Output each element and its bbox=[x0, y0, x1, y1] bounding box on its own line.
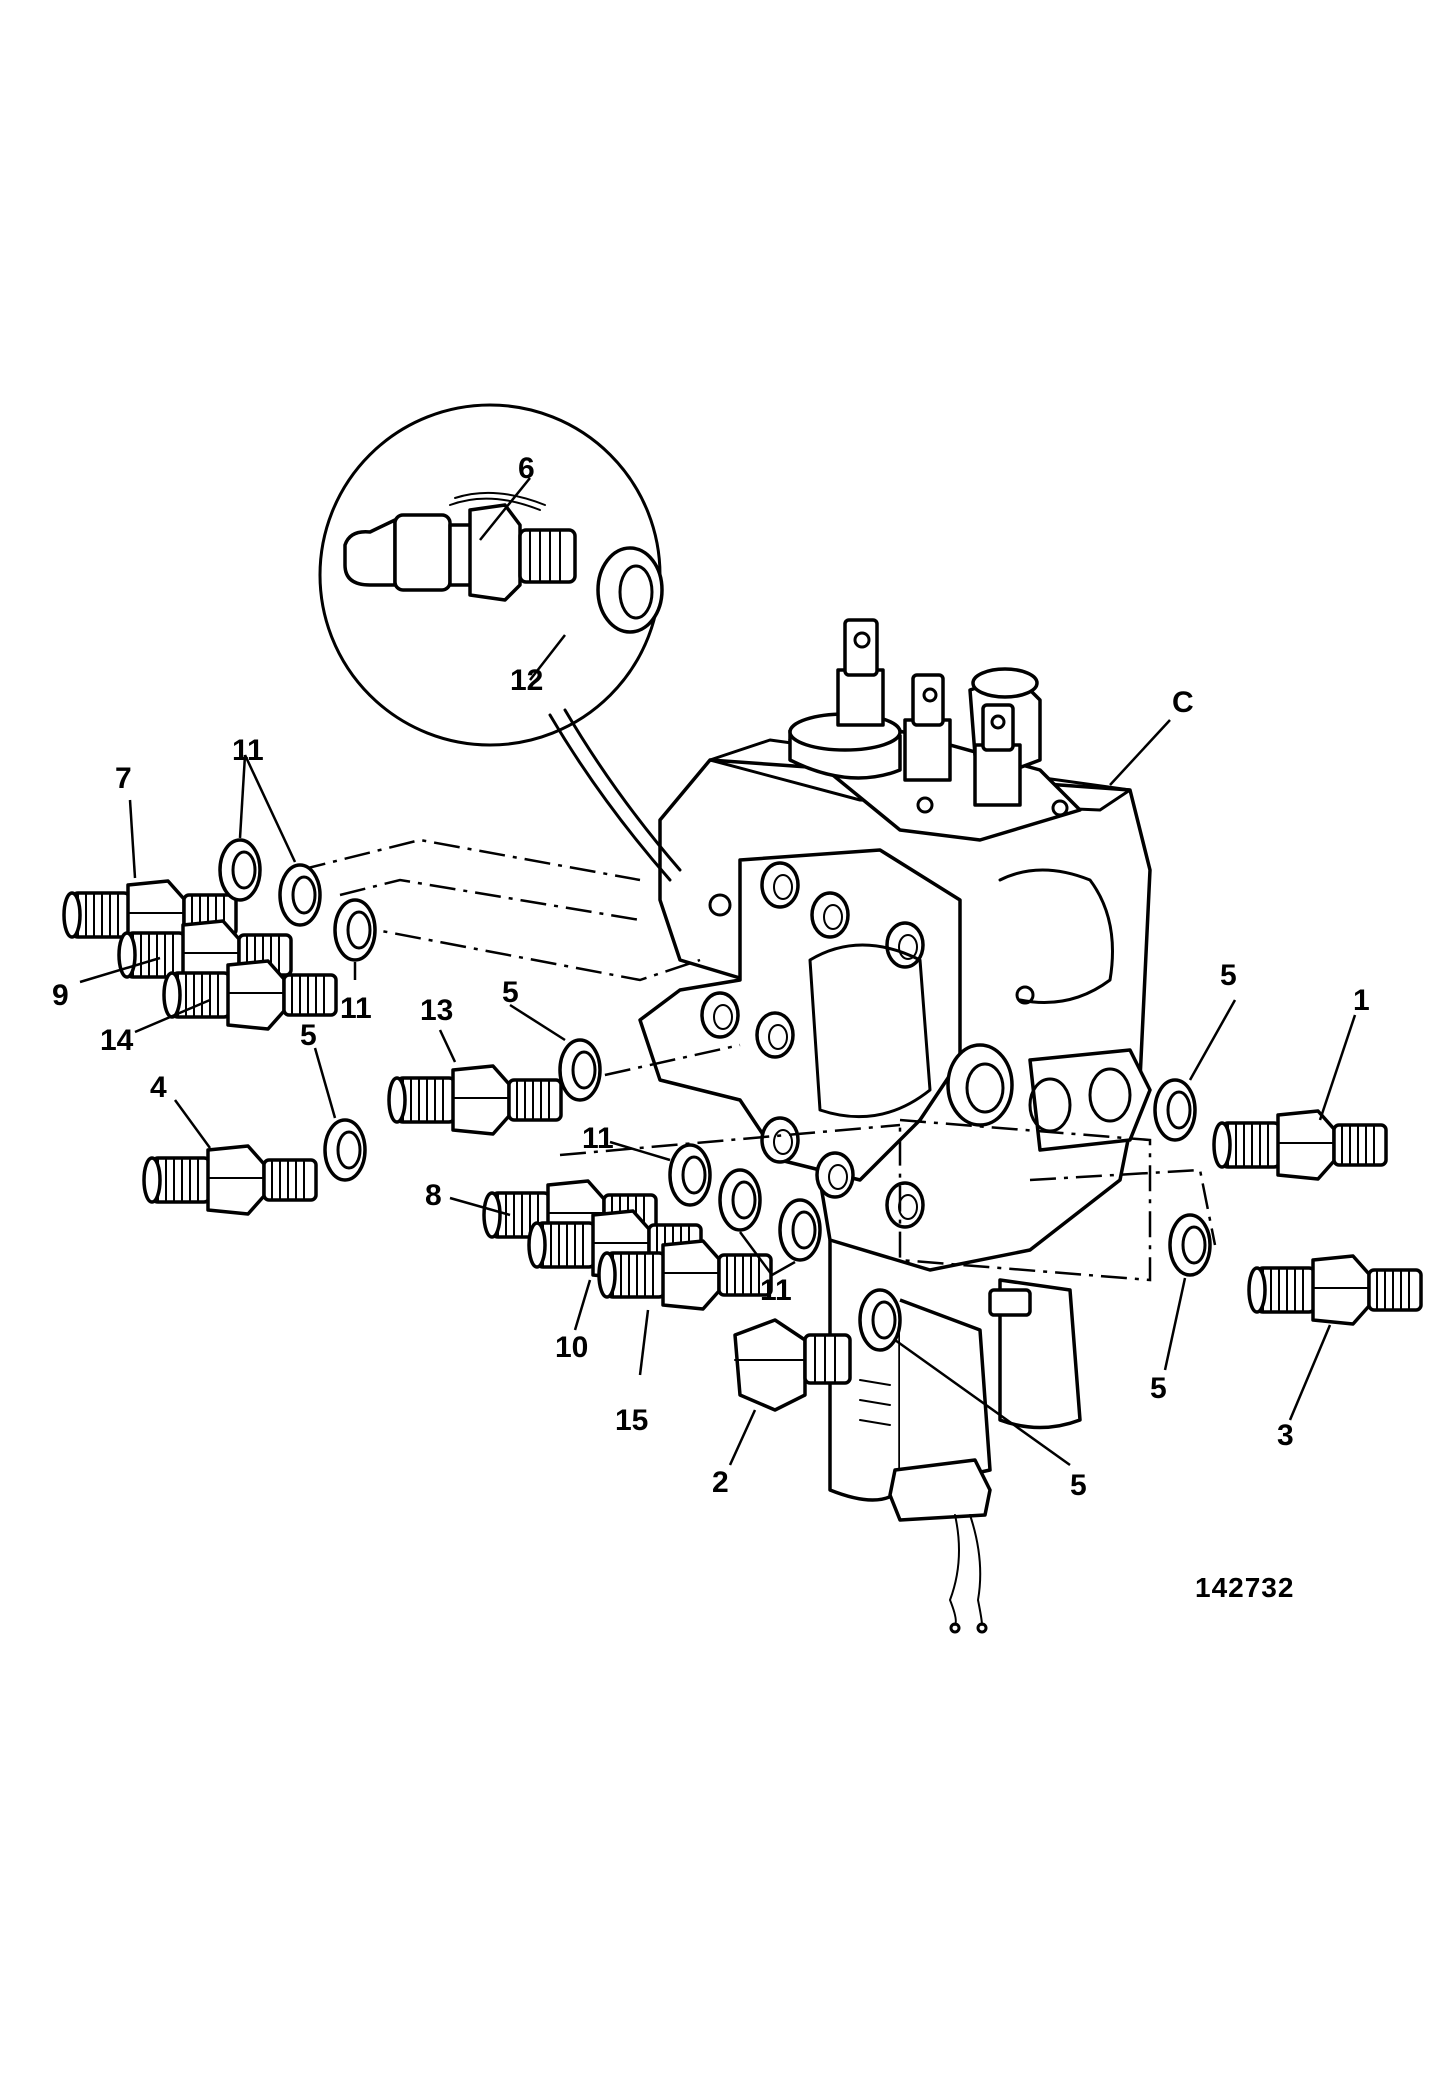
label-2: 2 bbox=[712, 1466, 729, 1499]
label-11d: 11 bbox=[760, 1274, 792, 1307]
label-5c: 5 bbox=[1220, 959, 1237, 992]
label-5e: 5 bbox=[1070, 1469, 1087, 1502]
label-11a: 11 bbox=[232, 734, 264, 767]
washer-11-f bbox=[778, 1198, 822, 1262]
washer-5-d bbox=[1153, 1078, 1197, 1142]
washer-5-a bbox=[323, 1118, 367, 1182]
label-1: 1 bbox=[1353, 984, 1370, 1017]
adaptor-4 bbox=[142, 1144, 318, 1216]
label-14: 14 bbox=[100, 1024, 134, 1057]
washer-5-e bbox=[1168, 1213, 1212, 1277]
label-15: 15 bbox=[615, 1404, 648, 1437]
label-10: 10 bbox=[555, 1331, 588, 1364]
washer-11-b bbox=[278, 863, 322, 927]
label-6: 6 bbox=[518, 452, 535, 485]
plug-2 bbox=[733, 1318, 852, 1412]
washer-11-d bbox=[668, 1143, 712, 1207]
label-9: 9 bbox=[52, 979, 69, 1012]
washer-11-c bbox=[333, 898, 377, 962]
label-3: 3 bbox=[1277, 1419, 1294, 1452]
label-4: 4 bbox=[150, 1071, 167, 1104]
label-13: 13 bbox=[420, 994, 453, 1027]
label-5d: 5 bbox=[1150, 1372, 1167, 1405]
label-5a: 5 bbox=[300, 1019, 317, 1052]
label-7: 7 bbox=[115, 762, 132, 795]
callout-labels: 1 2 3 4 5 5 5 5 5 6 7 8 9 10 11 11 11 11… bbox=[52, 452, 1370, 1502]
gasket-outline bbox=[898, 1118, 1152, 1282]
adaptor-1 bbox=[1212, 1109, 1388, 1181]
label-5b: 5 bbox=[502, 976, 519, 1009]
adaptor-3 bbox=[1247, 1254, 1423, 1326]
washer-11-e bbox=[718, 1168, 762, 1232]
washer-5-c bbox=[858, 1288, 902, 1352]
label-C: C bbox=[1172, 686, 1194, 719]
label-12: 12 bbox=[510, 664, 543, 697]
washer-5-b bbox=[558, 1038, 602, 1102]
label-11b: 11 bbox=[340, 992, 372, 1025]
figure-number: 142732 bbox=[1195, 1572, 1294, 1603]
washer-11-a bbox=[218, 838, 262, 902]
adaptor-13 bbox=[387, 1064, 563, 1136]
detail-inset bbox=[318, 403, 664, 747]
label-11c: 11 bbox=[582, 1122, 614, 1155]
valve-block bbox=[638, 618, 1152, 1634]
label-8: 8 bbox=[425, 1179, 442, 1212]
leader-lines bbox=[79, 477, 1357, 1467]
